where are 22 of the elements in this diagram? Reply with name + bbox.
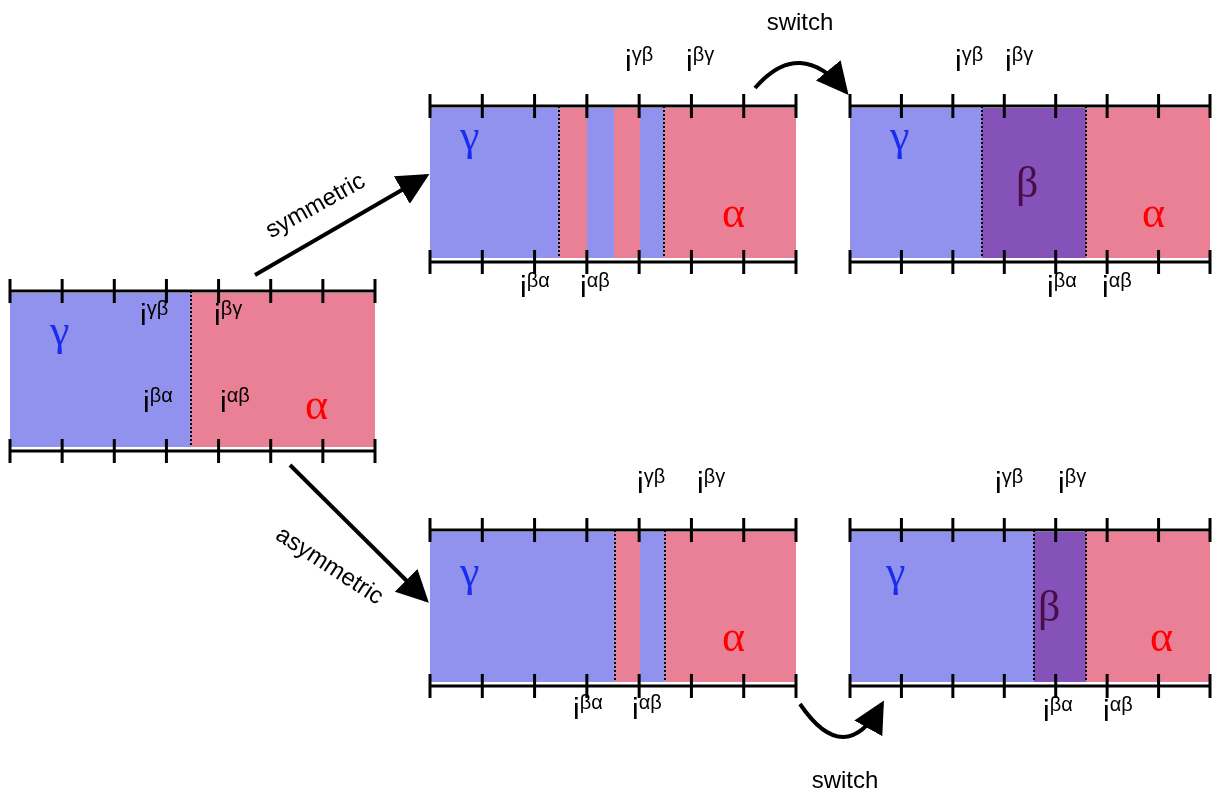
arrow [254,174,430,277]
interface-label: i$^{βα}$ [573,694,603,724]
interface-label: i$^{γβ}$ [955,46,984,76]
interface-label: i$^{γβ}$ [995,468,1024,498]
interface-label: i$^{αβ}$ [1102,272,1132,302]
interface-label: i$^{βα}$ [1047,272,1077,302]
interface-label: i$^{βα}$ [1043,696,1073,726]
arrow [288,463,429,603]
interface-label: i$^{αβ}$ [580,272,610,302]
interface-label: i$^{βγ}$ [686,46,715,76]
interface-label: i$^{αβ}$ [1103,696,1133,726]
edge-label: switch [811,768,879,792]
edge-label: switch [766,10,834,34]
arrow [798,700,885,739]
arrow [753,60,849,95]
interface-label: i$^{βγ}$ [697,468,726,498]
interface-label: i$^{βα}$ [520,272,550,302]
interface-label: i$^{γβ}$ [637,468,666,498]
interface-label: i$^{αβ}$ [632,694,662,724]
interface-label: i$^{γβ}$ [625,46,654,76]
interface-label: i$^{βγ}$ [1005,46,1034,76]
interface-label: i$^{βγ}$ [1058,468,1087,498]
